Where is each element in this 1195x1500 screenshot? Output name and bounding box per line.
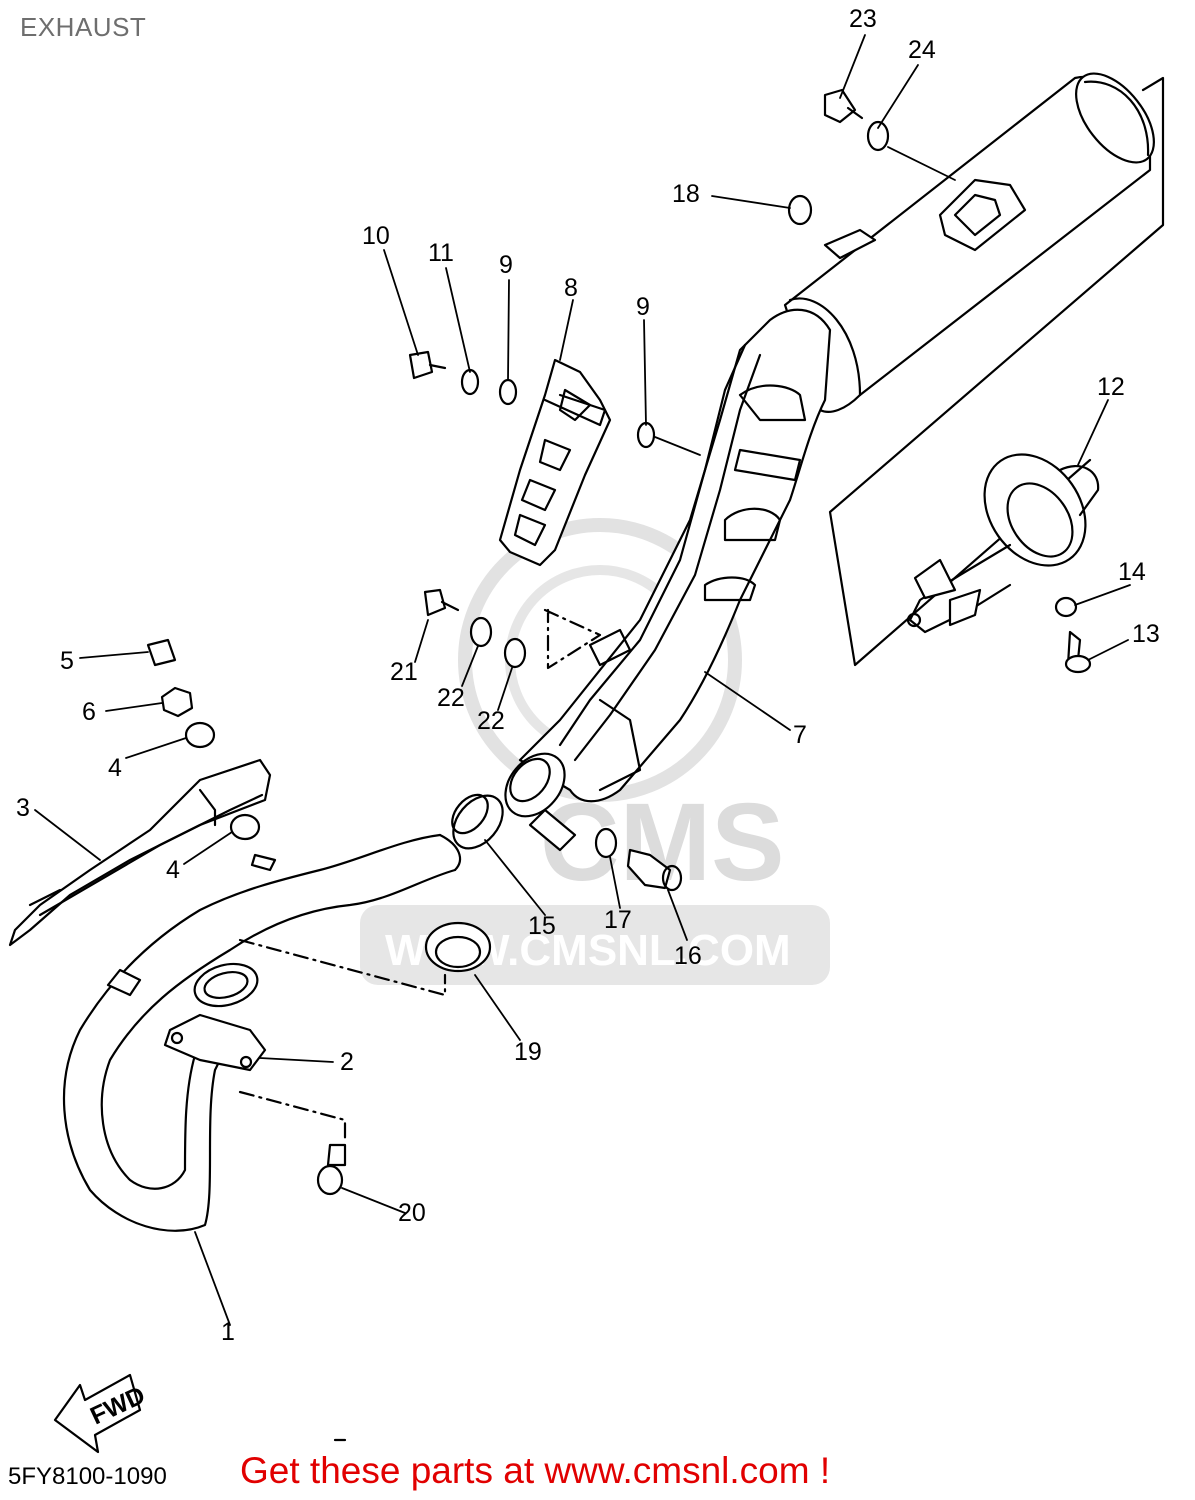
leader-lines (34, 34, 1131, 1326)
part-label-4b: 4 (166, 856, 180, 884)
heat-protector (498, 358, 612, 567)
bolt-10 (408, 350, 447, 380)
reference-lines (238, 608, 602, 1142)
part-label-6: 6 (82, 698, 96, 726)
part-label-9b: 9 (636, 293, 650, 321)
end-cap (828, 76, 1165, 667)
bolt-20 (316, 1143, 347, 1442)
muffler-bracket (823, 178, 1027, 260)
washer-22b (503, 637, 527, 669)
part-label-1: 1 (221, 1318, 235, 1346)
part-label-20: 20 (398, 1199, 426, 1227)
part-label-13: 13 (1132, 620, 1160, 648)
part-label-11: 11 (428, 239, 454, 267)
nut-6 (160, 686, 194, 718)
part-label-5: 5 (60, 647, 74, 675)
part-label-4a: 4 (108, 754, 122, 782)
part-label-2: 2 (340, 1048, 354, 1076)
diagram-code: 5FY8100-1090 (8, 1463, 167, 1490)
washer-9b (636, 421, 656, 449)
part-label-19: 19 (514, 1038, 542, 1066)
part-label-17: 17 (604, 906, 632, 934)
damper-18 (787, 194, 813, 226)
pipe-protector (8, 758, 272, 947)
muffler-body (518, 72, 1155, 803)
washer-22a (469, 616, 493, 648)
part-label-16: 16 (674, 942, 702, 970)
part-label-18: 18 (672, 180, 700, 208)
washer-24 (866, 120, 890, 152)
exhaust-pipe (62, 833, 462, 1232)
washer-9a (498, 378, 518, 406)
washer-14 (1054, 596, 1078, 618)
diagram-title: EXHAUST (20, 12, 147, 42)
part-label-7: 7 (793, 721, 807, 749)
part-label-9a: 9 (499, 251, 513, 279)
part-label-12: 12 (1097, 373, 1125, 401)
part-label-3: 3 (16, 794, 30, 822)
gasket-15 (451, 793, 504, 850)
bolt-16 (626, 848, 683, 892)
fwd-arrow (53, 1373, 142, 1454)
part-label-23: 23 (849, 5, 877, 33)
part-label-8: 8 (564, 274, 578, 302)
part-label-10: 10 (362, 222, 390, 250)
part-label-15: 15 (528, 912, 556, 940)
collar-4a (184, 721, 216, 749)
part-label-22b: 22 (477, 707, 505, 735)
part-label-14: 14 (1118, 558, 1146, 586)
washer-17 (594, 827, 618, 859)
pipe-clamp (504, 752, 577, 852)
promo-link[interactable]: Get these parts at www.cmsnl.com ! (240, 1450, 831, 1491)
bolt-21 (423, 588, 460, 617)
collar-4b (229, 813, 261, 841)
part-label-24: 24 (908, 36, 936, 64)
bolt-23 (823, 88, 864, 124)
screw-13 (1064, 630, 1092, 674)
part-label-21: 21 (390, 658, 418, 686)
washer-11 (460, 368, 480, 396)
bolt-5 (146, 638, 177, 667)
gasket-19 (424, 921, 492, 973)
part-label-22a: 22 (437, 684, 465, 712)
part-labels: 1 2 3 4 4 5 6 7 8 9 9 10 11 12 13 14 15 … (16, 5, 1160, 1346)
